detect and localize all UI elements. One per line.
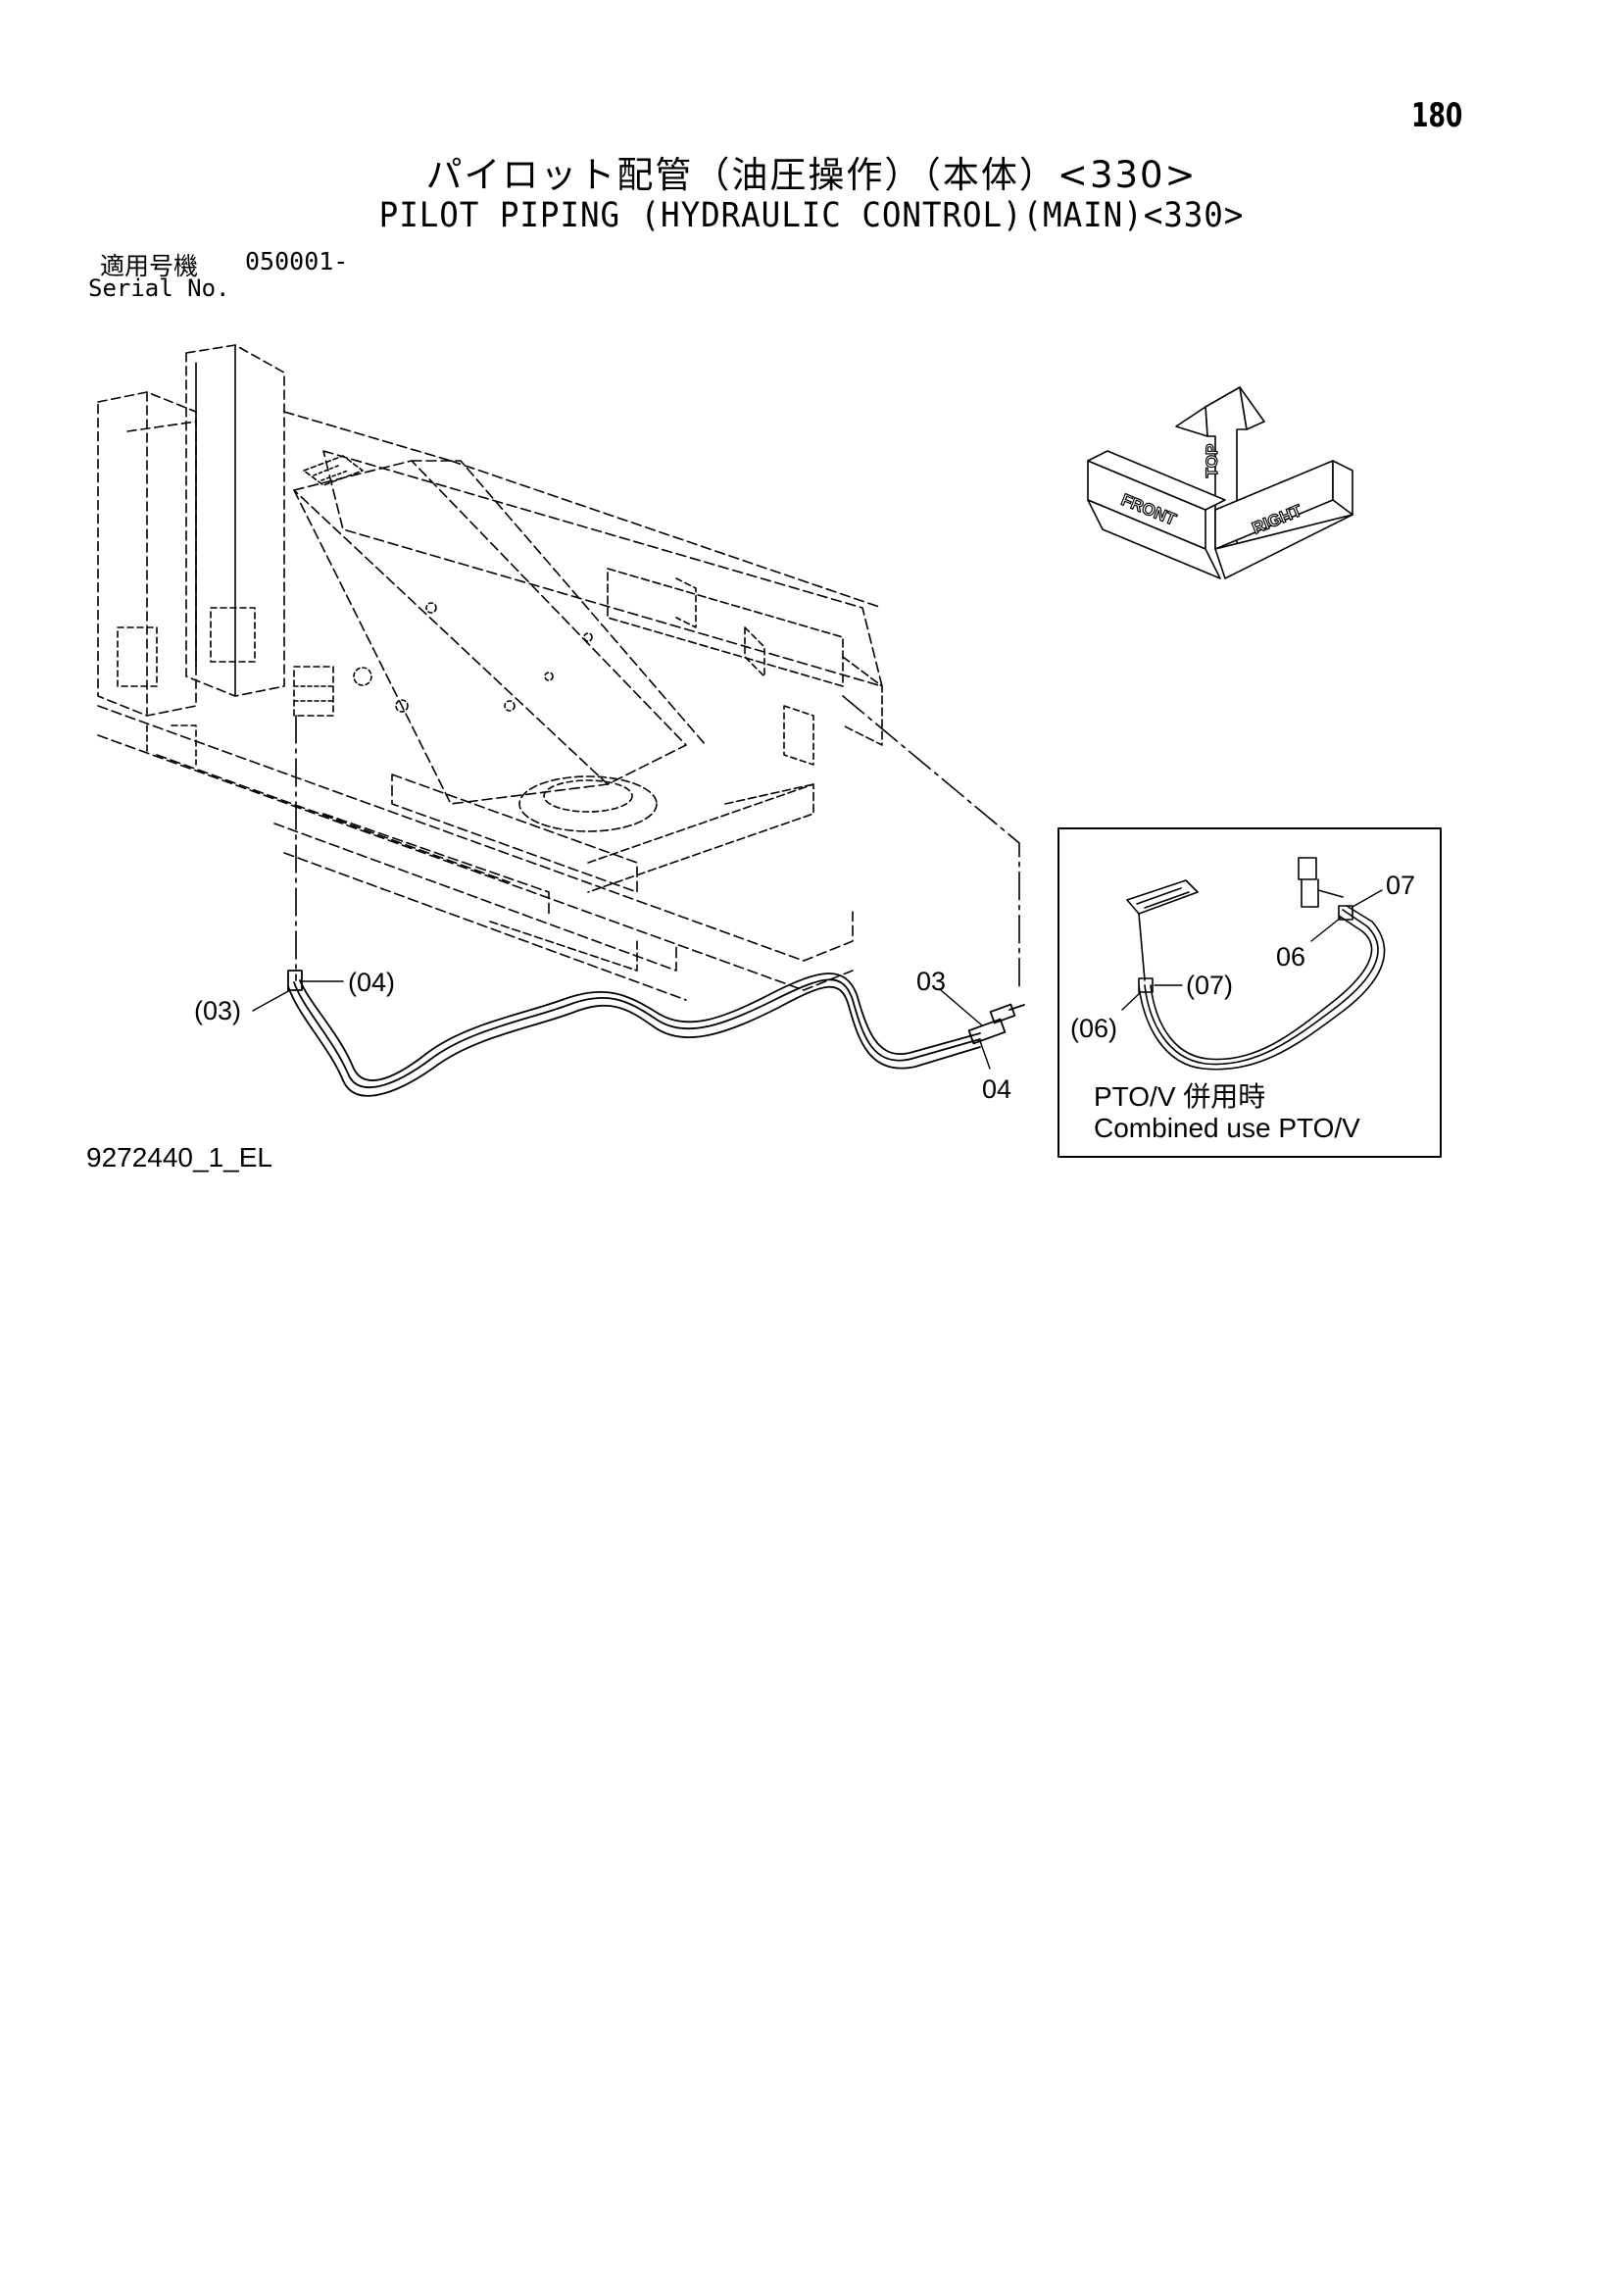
serial-number-value: 050001- (245, 247, 349, 275)
inset-hose-illustration (1126, 857, 1386, 1071)
main-frame-illustration (97, 344, 883, 1001)
serial-label-english: Serial No. (88, 275, 230, 302)
inset-callout-06: 06 (1276, 942, 1305, 972)
inset-caption-english: Combined use PTO/V (1094, 1113, 1360, 1143)
page-number: 180 (1411, 96, 1463, 135)
inset-callout-07-paren: (07) (1186, 971, 1233, 1000)
inset-callout-07: 07 (1386, 871, 1415, 900)
callout-04-paren: (04) (348, 968, 395, 997)
inset-frame (1057, 827, 1442, 1158)
callout-03: 03 (916, 967, 946, 996)
serial-label-japanese: 適用号機 (100, 252, 199, 280)
title-japanese: パイロット配管（油圧操作）（本体）<330> (425, 154, 1198, 196)
leader-lines-main (252, 980, 991, 1070)
callout-04: 04 (982, 1074, 1011, 1104)
direction-label-top: TOP (1203, 444, 1221, 478)
pilot-hose-assembly (287, 970, 1025, 1097)
reference-line (842, 695, 1020, 991)
title-english: PILOT PIPING (HYDRAULIC CONTROL)(MAIN)<3… (378, 196, 1245, 235)
figure-code: 9272440_1_EL (86, 1142, 272, 1173)
direction-indicator (1087, 386, 1353, 579)
inset-callout-06-paren: (06) (1070, 1014, 1117, 1043)
inset-caption-japanese: PTO/V 併用時 (1094, 1081, 1265, 1112)
callout-03-paren: (03) (194, 996, 241, 1025)
leader-lines-inset (1121, 889, 1383, 1011)
